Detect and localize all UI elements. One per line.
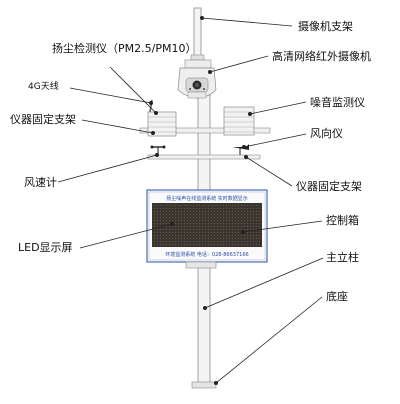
label-control-box: 控制箱 <box>326 214 359 227</box>
anemometer-sensor <box>150 145 166 155</box>
label-instrument-bracket-right: 仪器固定支架 <box>296 180 362 193</box>
label-base: 底座 <box>326 290 348 303</box>
control-box <box>185 261 217 269</box>
wind-vane-sensor <box>232 144 249 155</box>
noise-monitor-shelter <box>223 106 255 136</box>
camera-mast-clamp <box>190 54 205 61</box>
label-hd-camera: 高清网络红外摄像机 <box>272 50 371 63</box>
lower-crossarm <box>147 154 261 160</box>
dome-camera <box>177 59 217 99</box>
label-noise-monitor: 噪音监测仪 <box>310 96 365 109</box>
label-main-pole: 主立柱 <box>326 251 359 264</box>
base-plate <box>191 381 217 389</box>
label-anemometer: 风速计 <box>24 176 57 189</box>
label-4g-antenna: 4G天线 <box>28 82 59 92</box>
led-panel-footer: 环境监测系统 电话：028-86637166 <box>165 251 248 258</box>
label-dust-monitor: 扬尘检测仪（PM2.5/PM10） <box>52 42 197 55</box>
led-panel-header: 扬尘噪声在线监测系统 实时数据显示 <box>166 195 248 202</box>
label-led-screen: LED显示屏 <box>18 241 73 254</box>
label-instrument-bracket-left: 仪器固定支架 <box>10 113 76 126</box>
label-camera-mount: 摄像机支架 <box>298 20 353 33</box>
label-wind-direction: 风向仪 <box>310 127 343 140</box>
leader-lines <box>57 15 324 385</box>
